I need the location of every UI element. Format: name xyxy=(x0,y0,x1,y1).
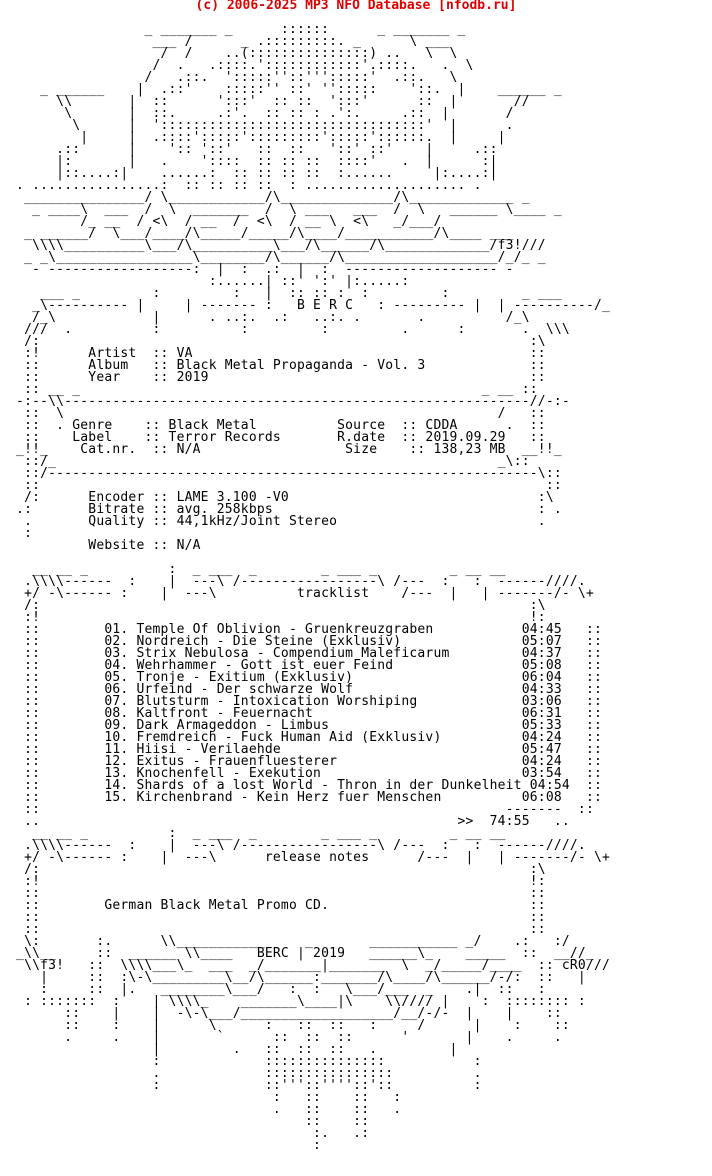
nfo-line: :: : | \ : :: :: : / | : :: xyxy=(0,1018,570,1033)
nfo-line: |: | . ':::: :: :: :: ::::' . | :| xyxy=(0,154,498,169)
nfo-line: :: \ / :: xyxy=(0,406,546,421)
nfo-line: | . :: :: :: . | xyxy=(0,1042,458,1057)
nfo-line: :! Artist :: VA :: xyxy=(0,346,546,361)
nfo-line: \ | ::. .:'. :: :: : .':. .:: | / xyxy=(0,106,514,121)
nfo-line: | :: :\-\_________\__/\______:_______/\_… xyxy=(0,970,586,985)
nfo-line: :: Album :: Black Metal Propaganda - Vol… xyxy=(0,358,546,373)
nfo-line: :: . Genre :: Black Metal Source :: CDDA… xyxy=(0,418,546,433)
nfo-line: . :: :: . xyxy=(0,1102,402,1117)
nfo-line: :: :: xyxy=(0,886,546,901)
nfo-line: . Quality :: 44,1kHz/Joint Stereo . xyxy=(0,514,546,529)
nfo-line: :: __ _ _ __ :: xyxy=(0,382,538,397)
nfo-line: :: German Black Metal Promo CD. :: xyxy=(0,898,546,913)
nfo-line: . . | ` :: :: :: ' | . . xyxy=(0,1030,562,1045)
nfo-line: /: Encoder :: LAME 3.100 -V0 :\ xyxy=(0,490,554,505)
nfo-line: : xyxy=(0,1138,322,1153)
nfo-line: :: 15. Kirchenbrand - Kein Herz fuer Men… xyxy=(0,790,602,805)
nfo-line: _ ______ | .::' :::::'' ::' ''::::: '::.… xyxy=(0,82,562,97)
nfo-line: _ ______/ \___/____/\_____/_____/\____/_… xyxy=(0,226,514,241)
nfo-line: .\\\\------ : | ---\ /-----------------\… xyxy=(0,838,586,853)
nfo-line: :: 12. Exitus - Frauenfluesterer 04:24 :… xyxy=(0,754,602,769)
nfo-line: / . .::::.'::::::::::::'.::::. . \ xyxy=(0,58,474,73)
nfo-line: _\---------- | | ------- : B E R C : ---… xyxy=(0,298,611,313)
nfo-line: +/ -\------ : | ---\ tracklist /--- | | … xyxy=(0,586,594,601)
nfo-line: |::....:| ......: :: :: :: :: :...... |:… xyxy=(0,166,498,181)
nfo-line: .. >> 74:55 .. xyxy=(0,814,570,829)
nfo-line: : xyxy=(0,526,33,541)
nfo-line: _______________/ \____________/\________… xyxy=(0,190,530,205)
nfo-line: :: :: xyxy=(0,1114,370,1129)
nfo-line: . :::::::::::::::: . xyxy=(0,1066,482,1081)
nfo-line: \\\\__________\___/\__________\___/\____… xyxy=(0,238,546,253)
nfo-line: /// . : : : . : . \\\ xyxy=(0,322,570,337)
nfo-line: :: 10. Fremdreich - Fuck Human Aid (Exkl… xyxy=(0,730,602,745)
nfo-line: Website :: N/A xyxy=(0,538,201,553)
nfo-line: /_\ | . ..:. .: ..:. . . /_\ xyxy=(0,310,530,325)
nfo-line: __ __ _ : _ ___ _ _ ___ _ _ __ __ xyxy=(0,826,506,841)
nfo-line: :: 14. Shards of a lost World - Thron in… xyxy=(0,778,602,793)
nfo-line: :: 03. Strix Nebulosa - Compendium Malef… xyxy=(0,646,602,661)
nfo-line: :: :: xyxy=(0,910,546,925)
nfo-line: +/ -\------ : | ---\ release notes /--- … xyxy=(0,850,611,865)
nfo-line: _ ____\ ___ / \ _______ / \ ___ ___ / \ … xyxy=(0,202,562,217)
nfo-line: _ _\_________________\________/\______/\… xyxy=(0,250,546,265)
nfo-line: .\\\\------ : | ---\ /-----------------\… xyxy=(0,574,586,589)
nfo-line: ::/_ _\:: xyxy=(0,454,530,469)
nfo-line: _ _______ _ :::::: _ _______ _ xyxy=(0,22,466,37)
nfo-line: \: :. \\___________ _ ___________ _/ .: … xyxy=(0,934,570,949)
nfo-line: :! !: xyxy=(0,874,546,889)
nfo-line: :: ------- :: xyxy=(0,802,594,817)
nfo-line: :: 09. Dark Armageddon - Limbus 05:33 :: xyxy=(0,718,602,733)
nfo-line: :! !: xyxy=(0,610,546,625)
nfo-line: :: Year :: 2019 :: xyxy=(0,370,546,385)
nfo-line: : ::::::: : | \\\\_ _______\____|\ \\///… xyxy=(0,994,586,1009)
nfo-line: -:--\\----------------------------------… xyxy=(0,394,570,409)
nfo-line: :: 05. Tronje - Exitium (Exklusiv) 06:04… xyxy=(0,670,602,685)
nfo-line: \\f3! :: \\\\___\_ ___ _/_______|_______… xyxy=(0,958,611,973)
nfo-line: :: 02. Nordreich - Die Steine (Exklusiv)… xyxy=(0,634,602,649)
nfo-ascii-art-body: _ _______ _ :::::: _ _______ _ ___ / _ .… xyxy=(0,12,712,1152)
nfo-line: .: Bitrate :: avg. 258kbps : . xyxy=(0,502,562,517)
nfo-line: / / ..(:::::::::::::::) .. \ \ xyxy=(0,46,458,61)
nfo-line: /: :\ xyxy=(0,334,546,349)
nfo-line: :: 08. Kaltfront - Feuernacht 06:31 :: xyxy=(0,706,602,721)
nfo-line: /_ __ / <\ / __ / <\ / __ \ <\ _/___/ xyxy=(0,214,442,229)
nfo-line: __ __ _ : _ ___ _ _ ___ _ _ __ __ xyxy=(0,562,506,577)
nfo-line: \ | ':::::::::::::::::::::::::::::::::' … xyxy=(0,118,514,133)
nfo-line: :: Label :: Terror Records R.date :: 201… xyxy=(0,430,546,445)
nfo-line: ::/-------------------------------------… xyxy=(0,466,562,481)
nfo-line: :: 06. Urfeind - Der schwarze Wolf 04:33… xyxy=(0,682,602,697)
nfo-line: :: 11. Hiisi - Verilaehde 05:47 :: xyxy=(0,742,602,757)
nfo-line: _\\__ :: ______ \\____ BERC | 2019 _____… xyxy=(0,946,594,961)
nfo-line: :: :: xyxy=(0,478,562,493)
nfo-line: ___ / _ .:::::::::. _ \ ___ xyxy=(0,34,450,49)
nfo-line: :: :: xyxy=(0,922,546,937)
nfo-line: : :: |. ________\___/ : : \___/___ _ .| … xyxy=(0,982,546,997)
nfo-line: : ::'''::''''::':: : xyxy=(0,1078,482,1093)
nfo-line: .:: | ':: '::' :: :: '::' ::' | .:: xyxy=(0,142,498,157)
nfo-line: :: 01. Temple Of Oblivion - Gruenkreuzgr… xyxy=(0,622,602,637)
nfo-line: \\ | :: ':::' :: :: ':::' :: | // xyxy=(0,94,530,109)
nfo-line: :: 04. Wehrhammer - Gott ist euer Feind … xyxy=(0,658,602,673)
nfo-line: - ------------------: | : .: | : -------… xyxy=(0,262,514,277)
nfo-line: /: :\ xyxy=(0,598,546,613)
nfo-line: ___ _ : : | :: :: : : : _ ___ xyxy=(0,286,562,301)
nfo-line: | | .::::':::::':::::::::':::::'::::::. … xyxy=(0,130,506,145)
nfo-line: /: :\ xyxy=(0,862,546,877)
nfo-line: . ................: :: :: :: :: : ......… xyxy=(0,178,482,193)
nfo-line: :: | | -\-\___/___________________/__/-/… xyxy=(0,1006,562,1021)
nfo-line: : ::::::::::::::: : xyxy=(0,1054,482,1069)
nfo-line: / .::. ':::::''::''':::::' .::. \ xyxy=(0,70,458,85)
nfo-line: :......| ::' ':' |:.....: xyxy=(0,274,410,289)
nfo-database-header: (c) 2006-2025 MP3 NFO Database [nfodb.ru… xyxy=(195,0,517,13)
nfo-line: :: 13. Knochenfell - Exekution 03:54 :: xyxy=(0,766,602,781)
nfo-line: :. .: xyxy=(0,1126,370,1141)
nfo-line: _!!_ Cat.nr. :: N/A Size :: 138,23 MB __… xyxy=(0,442,562,457)
nfo-line: : :: :: : xyxy=(0,1090,402,1105)
nfo-line: :: 07. Blutsturm - Intoxication Worshipi… xyxy=(0,694,602,709)
